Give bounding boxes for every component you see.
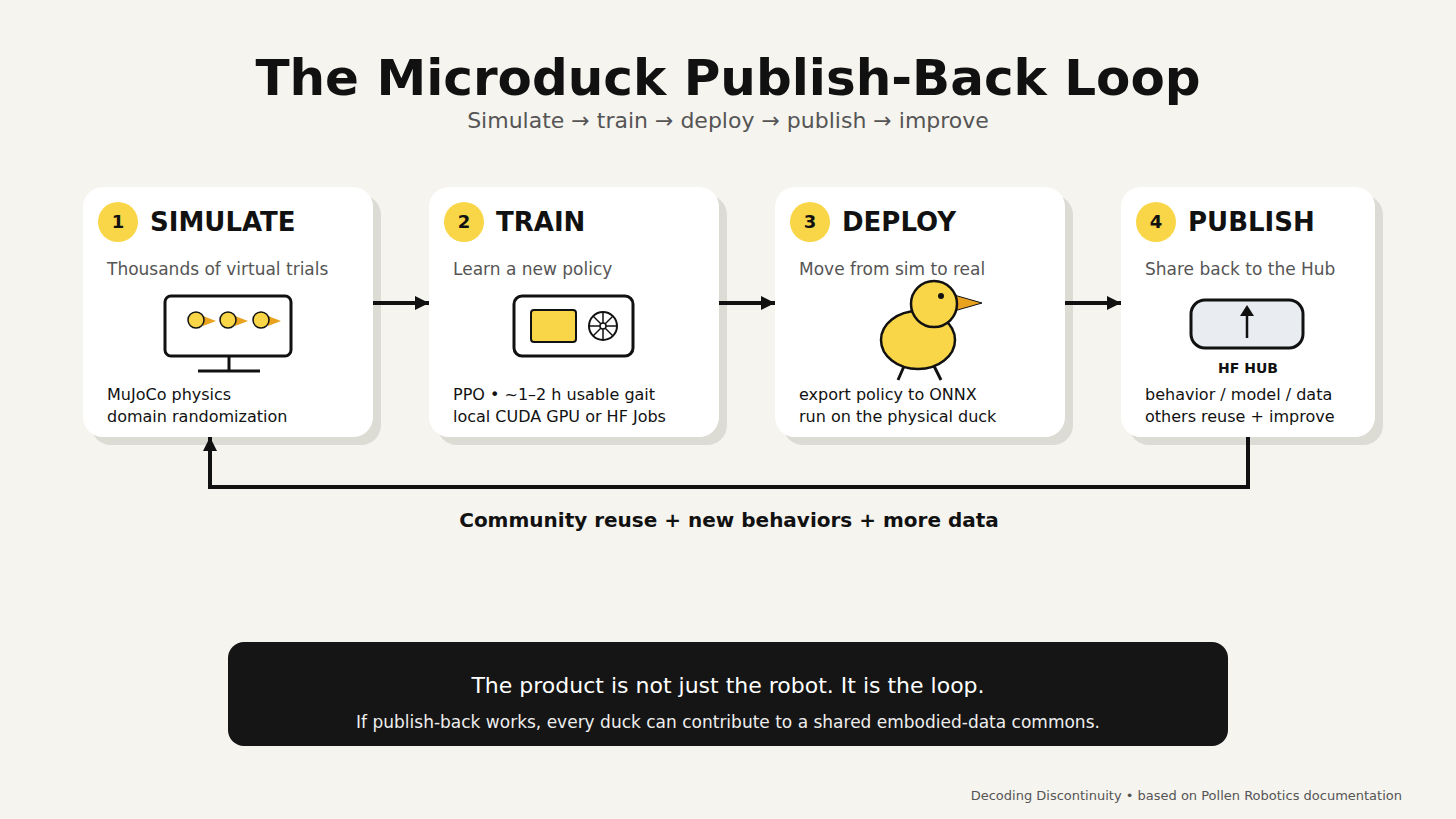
step-detail: others reuse + improve [1145,406,1335,428]
monitor-icon [165,296,291,371]
monitor-screen [165,296,291,356]
step-heading: DEPLOY [842,204,956,240]
banner-heading: The product is not just the robot. It is… [228,671,1228,701]
step-number: 2 [444,202,484,242]
step-detail: local CUDA GPU or HF Jobs [453,406,666,428]
step-card: DEPLOY Move from sim to real export policy… [775,187,1065,437]
step-heading: TRAIN [496,204,585,240]
source-footer: Decoding Discontinuity • based on Pollen… [971,787,1402,805]
flow-arrow [373,301,429,305]
fan-blade [593,316,613,336]
step-badge: 3 [790,202,830,242]
upload-arrow [1246,314,1249,338]
gpu-icon [514,296,633,356]
duck-leg [898,364,905,380]
banner-body: If publish-back works, every duck can co… [228,711,1228,733]
diagram-title: The Microduck Publish-Back Loop [0,48,1456,108]
step-detail: run on the physical duck [799,406,996,428]
step-subtitle: Learn a new policy [453,258,612,280]
fan-blade [593,316,613,336]
fan-blade [589,325,617,327]
fan-hub [600,323,606,329]
step-detail: domain randomization [107,406,287,428]
step-heading: PUBLISH [1188,204,1315,240]
icon-caption: HF HUB [1121,358,1375,378]
duck-leg [933,364,941,380]
step-number: 3 [790,202,830,242]
step-number: 1 [98,202,138,242]
step-detail: export policy to ONNX [799,384,977,406]
step-card: SIMULATE Thousands of virtual trialsMuJoC… [83,187,373,437]
gpu-chip [531,310,576,342]
step-detail: MuJoCo physics [107,384,231,406]
fan-blade [602,312,604,340]
gpu-fan [589,312,617,340]
duck-head [253,312,269,328]
upload-button [1191,300,1303,348]
takeaway-banner: The product is not just the robot. It is… [228,642,1228,746]
flow-arrow [1065,301,1121,305]
duck-head [911,281,957,327]
flow-arrow [719,301,775,305]
edge-label: Community reuse + new behaviors + more d… [459,508,999,532]
duck-beak [954,295,982,311]
subtitle: Simulate → train → deploy → publish → im… [0,107,1456,135]
duck-beak [268,316,281,326]
duck-eye [938,293,944,299]
step-detail: PPO • ~1–2 h usable gait [453,384,655,406]
duck-body [881,311,955,369]
step-card: TRAIN Learn a new policyPPO • ~1–2 h usab… [429,187,719,437]
upload-arrowhead [1240,305,1254,316]
step-number: 4 [1136,202,1176,242]
step-card: PUBLISH Share back to the Hub HF HUB behavi… [1121,187,1375,437]
step-badge: 1 [98,202,138,242]
step-detail: behavior / model / data [1145,384,1332,406]
step-badge: 2 [444,202,484,242]
duck-illustration [881,281,982,380]
monitor-base [198,370,260,373]
duck-beak [235,316,248,326]
step-badge: 4 [1136,202,1176,242]
duck-head [220,312,236,328]
step-heading: SIMULATE [150,204,296,240]
step-subtitle: Thousands of virtual trials [107,258,328,280]
step-subtitle: Move from sim to real [799,258,985,280]
duck-beak [203,316,216,326]
step-subtitle: Share back to the Hub [1145,258,1335,280]
duck-head [188,312,204,328]
monitor-stand [228,356,231,371]
gpu-card [514,296,633,356]
loop-arrow [210,437,1248,487]
upload-icon [1191,300,1303,348]
